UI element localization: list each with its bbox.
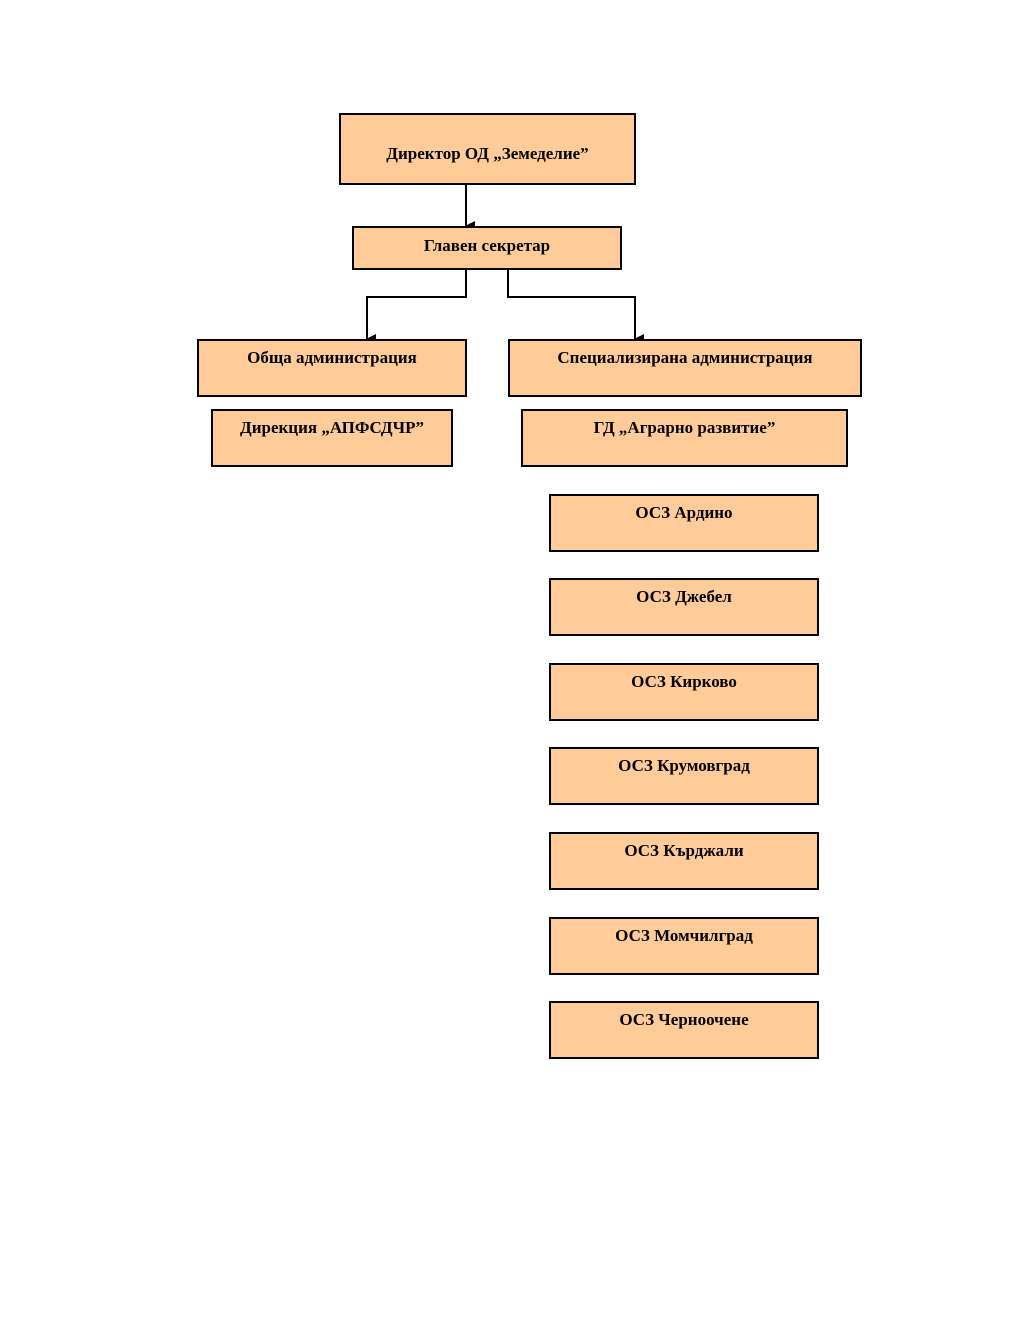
osz-box-ardino: ОСЗ Ардино	[549, 494, 819, 552]
director-box: Директор ОД „Земеделие”	[339, 113, 636, 185]
directorate-apfsdchr-label: Дирекция „АПФСДЧР”	[240, 418, 424, 437]
osz-box-kirkovo: ОСЗ Кирково	[549, 663, 819, 721]
osz-label: ОСЗ Ардино	[635, 503, 733, 522]
directorate-apfsdchr-box: Дирекция „АПФСДЧР”	[211, 409, 453, 467]
gd-agrarian-development-box: ГД „Аграрно развитие”	[521, 409, 848, 467]
chief-secretary-label: Главен секретар	[423, 236, 551, 255]
osz-box-krumovgrad: ОСЗ Крумовград	[549, 747, 819, 805]
director-label: Директор ОД „Земеделие”	[386, 144, 589, 163]
general-administration-label: Обща администрация	[247, 348, 417, 367]
connector-secretary-to-general-admin	[366, 270, 467, 344]
specialized-administration-box: Специализирана администрация	[508, 339, 862, 397]
osz-label: ОСЗ Джебел	[636, 587, 732, 606]
chief-secretary-box: Главен секретар	[352, 226, 622, 270]
gd-agrarian-development-label: ГД „Аграрно развитие”	[593, 418, 776, 437]
osz-box-dzhebel: ОСЗ Джебел	[549, 578, 819, 636]
osz-label: ОСЗ Черноочене	[619, 1010, 749, 1029]
connector-secretary-to-specialized-admin	[507, 270, 644, 344]
osz-label: ОСЗ Кърджали	[624, 841, 744, 860]
specialized-administration-label: Специализирана администрация	[557, 348, 813, 367]
osz-box-chernoochene: ОСЗ Черноочене	[549, 1001, 819, 1059]
general-administration-box: Обща администрация	[197, 339, 467, 397]
osz-label: ОСЗ Момчилград	[615, 926, 753, 945]
osz-label: ОСЗ Крумовград	[618, 756, 750, 775]
osz-box-momchilgrad: ОСЗ Момчилград	[549, 917, 819, 975]
osz-label: ОСЗ Кирково	[631, 672, 737, 691]
osz-box-kardzhali: ОСЗ Кърджали	[549, 832, 819, 890]
